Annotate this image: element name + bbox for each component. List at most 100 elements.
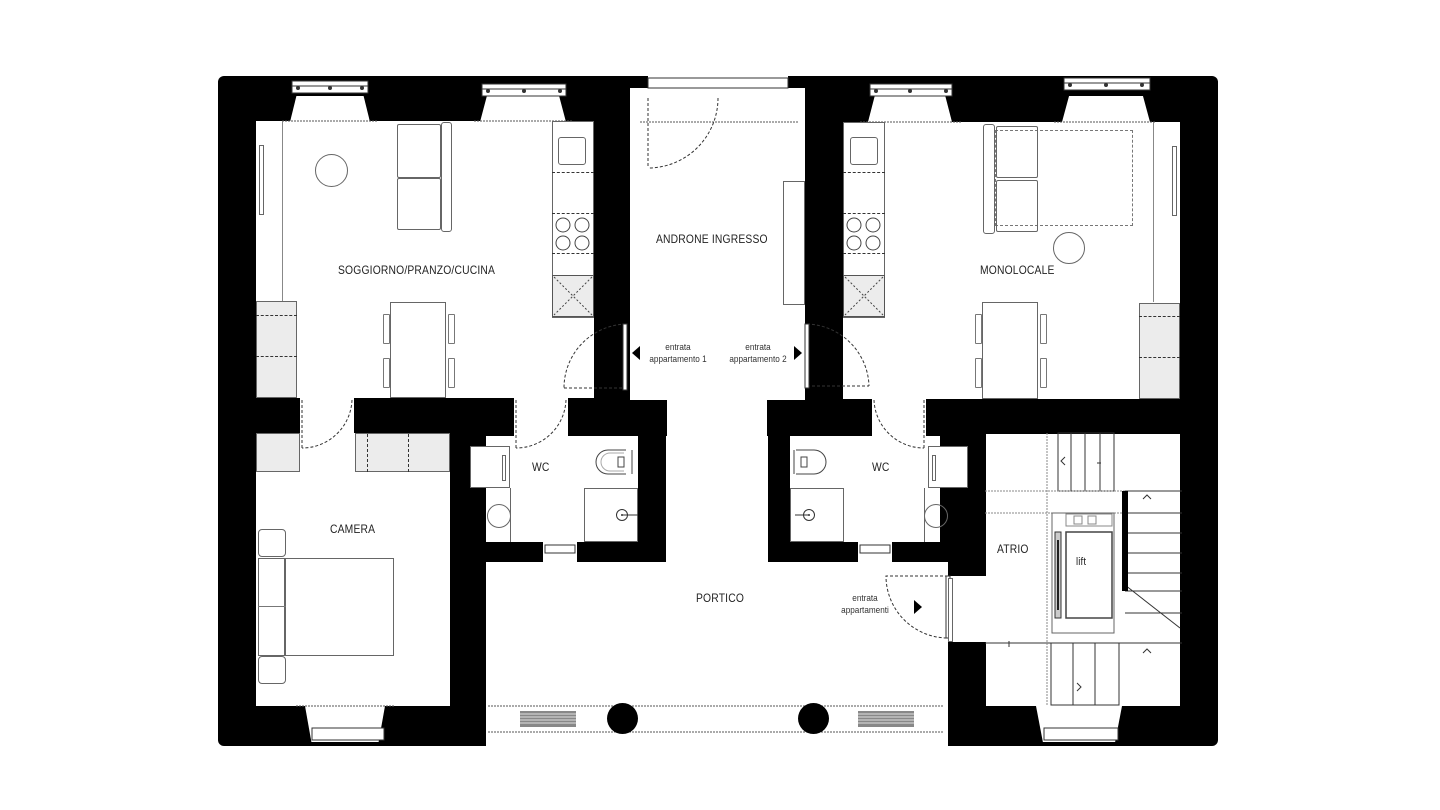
room-label-entrance-hall: ANDRONE INGRESSO bbox=[656, 232, 768, 246]
wc-door-passage bbox=[872, 398, 926, 438]
bed bbox=[284, 558, 394, 656]
wardrobe bbox=[355, 433, 450, 472]
annotation-entrance-apt2: entrata appartamento 2 bbox=[729, 342, 787, 365]
chair bbox=[383, 314, 390, 344]
kitchen-sink bbox=[850, 137, 878, 165]
counter-division bbox=[843, 172, 885, 173]
bedroom-door-swing bbox=[301, 399, 353, 449]
atrium-door bbox=[948, 578, 953, 642]
round-table bbox=[315, 154, 348, 187]
kitchen-counter bbox=[843, 122, 885, 318]
chair bbox=[383, 358, 390, 388]
wardrobe-division bbox=[408, 434, 409, 472]
nightstand bbox=[258, 656, 286, 684]
washbasin bbox=[487, 504, 511, 528]
window-reveal bbox=[480, 96, 566, 122]
wc-door-swing bbox=[515, 399, 567, 449]
washing-machine bbox=[470, 446, 510, 488]
storage-cabinet bbox=[1139, 303, 1180, 399]
cabinet-division bbox=[256, 315, 297, 316]
counter-division bbox=[843, 213, 885, 214]
chair bbox=[448, 358, 455, 388]
round-table bbox=[1053, 232, 1085, 264]
bedroom-door-passage bbox=[300, 398, 354, 434]
arrow-right-icon bbox=[794, 346, 802, 360]
room-label-studio: MONOLOCALE bbox=[980, 263, 1055, 277]
chair bbox=[975, 358, 982, 388]
room-wc-right bbox=[790, 436, 940, 542]
door-swing-apt2 bbox=[804, 323, 870, 389]
room-label-wc-right: WC bbox=[872, 460, 890, 474]
lift-label: lift bbox=[1076, 556, 1087, 568]
sofa-arm bbox=[441, 122, 452, 232]
washing-machine bbox=[928, 446, 968, 488]
room-label-living: SOGGIORNO/PRANZO/CUCINA bbox=[338, 263, 496, 277]
cabinet-division bbox=[1139, 357, 1180, 358]
chair bbox=[448, 314, 455, 344]
bench bbox=[783, 181, 805, 305]
room-label-atrium: ATRIO bbox=[997, 542, 1029, 556]
column bbox=[607, 703, 638, 734]
cabinet-division bbox=[1139, 316, 1180, 317]
toilet-icon bbox=[793, 449, 827, 475]
wc-door-swing bbox=[873, 399, 925, 449]
kitchen-sink bbox=[558, 137, 586, 165]
washing-machine-door bbox=[502, 455, 506, 481]
shower-drain-icon bbox=[616, 509, 638, 521]
wall-line bbox=[924, 488, 925, 542]
portico-colonnade bbox=[488, 705, 943, 733]
counter-division bbox=[552, 253, 594, 254]
shower bbox=[790, 488, 844, 542]
washbasin bbox=[924, 504, 948, 528]
room-label-portico: PORTICO bbox=[696, 591, 745, 605]
room-label-bedroom: CAMERA bbox=[330, 522, 376, 536]
arrow-left-icon bbox=[632, 346, 640, 360]
counter-division bbox=[552, 213, 594, 214]
wardrobe-sliding-door bbox=[1172, 146, 1177, 216]
wardrobe-sliding-door bbox=[259, 145, 264, 215]
sofa bbox=[397, 178, 441, 230]
wardrobe-division bbox=[367, 434, 368, 472]
atrium-entry bbox=[948, 576, 988, 642]
door-swing-apt1 bbox=[563, 323, 628, 391]
partition-line bbox=[1153, 122, 1154, 302]
sofa bbox=[996, 180, 1038, 232]
room-entrance-hall bbox=[630, 88, 805, 400]
fridge-icon bbox=[552, 275, 594, 317]
bed-divider bbox=[258, 606, 286, 607]
room-label-wc-left: WC bbox=[532, 460, 550, 474]
nightstand bbox=[258, 529, 286, 557]
annotation-entrance-apt1: entrata appartamento 1 bbox=[649, 342, 707, 365]
fridge-icon bbox=[843, 275, 885, 317]
toilet-icon bbox=[595, 449, 633, 475]
wc-door-passage bbox=[514, 398, 568, 438]
wardrobe bbox=[256, 433, 300, 472]
counter-division bbox=[552, 172, 594, 173]
stove-icon bbox=[846, 217, 881, 251]
chair bbox=[1040, 358, 1047, 388]
annotation-entrance-apartments: entrata appartamenti bbox=[841, 593, 889, 616]
bed-headboard bbox=[258, 558, 286, 656]
stove-icon bbox=[555, 217, 590, 251]
washing-machine-door bbox=[932, 455, 936, 481]
window-reveal bbox=[1062, 96, 1150, 122]
lift-shaft bbox=[1051, 512, 1115, 634]
sofa-bed-outline bbox=[995, 130, 1133, 226]
sofa bbox=[996, 126, 1038, 178]
sofa-arm bbox=[983, 124, 995, 234]
column bbox=[798, 703, 829, 734]
storage-cabinet bbox=[256, 301, 297, 398]
wall-line bbox=[510, 488, 511, 542]
room-bedroom bbox=[256, 433, 450, 706]
partition-line bbox=[282, 121, 283, 301]
window-reveal bbox=[868, 96, 952, 122]
shower-drain-icon bbox=[795, 509, 815, 521]
dining-table bbox=[390, 302, 446, 398]
room-living bbox=[256, 121, 594, 398]
chair bbox=[975, 314, 982, 344]
arrow-right-icon bbox=[914, 600, 922, 614]
room-wc-left bbox=[486, 436, 638, 542]
main-door-swing bbox=[647, 97, 719, 169]
window-reveal bbox=[290, 96, 370, 122]
